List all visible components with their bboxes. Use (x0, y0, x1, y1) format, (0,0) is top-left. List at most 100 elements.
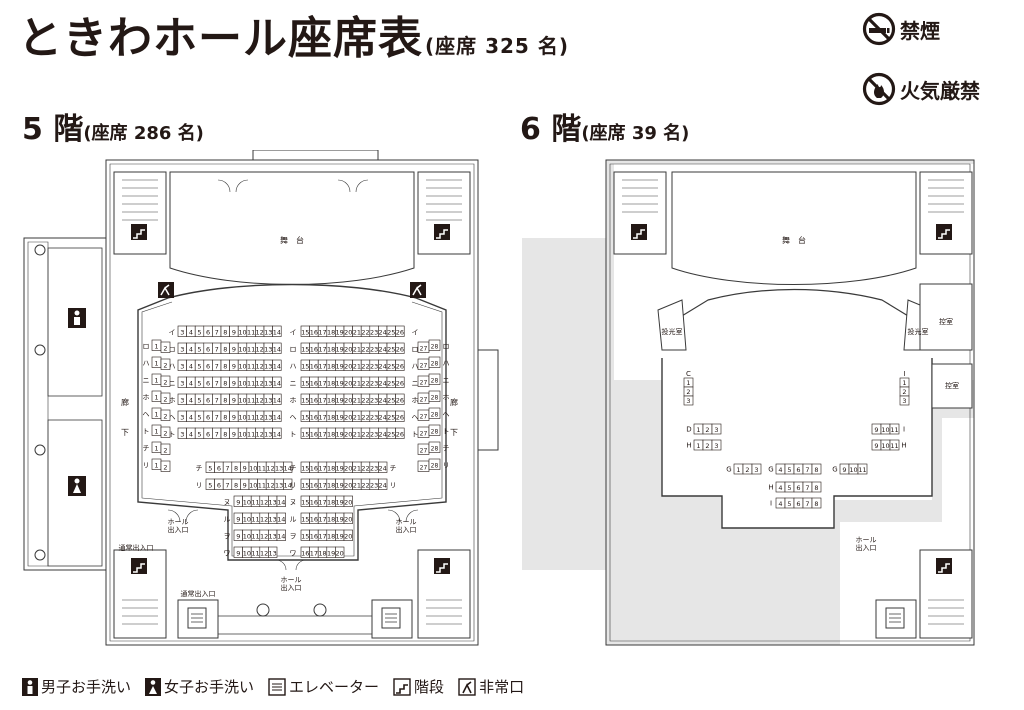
legend: 男子お手洗い 女子お手洗い エレベーター 階段 非常口 (22, 676, 538, 697)
floor5-side-seat-left (160, 375, 171, 387)
floor5-seat-number: 3 (180, 380, 184, 388)
floor6-col-i-seat (899, 395, 910, 406)
floor5-seat-number: 4 (189, 414, 193, 422)
floor5-seat-number: 22 (361, 397, 369, 405)
floor5-seat-number: 16 (310, 414, 318, 422)
floor5-side-seat-left-number: 1 (154, 377, 158, 385)
floor5-seat-number: 19 (327, 550, 335, 558)
floor5-row-label-center: ホ (290, 397, 297, 405)
male-restroom-icon (22, 677, 38, 696)
floor5-seat-number: 20 (344, 346, 352, 354)
floor6-row-h4-seat-number: 7 (805, 484, 809, 492)
floor5-seat (395, 427, 405, 439)
floor5-seat-number: 3 (180, 346, 184, 354)
floor5-seat-number: 7 (225, 482, 229, 490)
floor5-seat-number: 13 (264, 363, 272, 371)
floor5-seat (395, 359, 405, 371)
floor5-seat-number: 10 (249, 482, 257, 490)
floor6-row-h-left-seat (711, 439, 722, 451)
floor5-seat-number: 16 (310, 482, 318, 490)
floor5-side-row-label-left: ホ (143, 394, 150, 402)
floor5-seat-number: 15 (301, 397, 309, 405)
floor5-seat-number: 9 (232, 380, 236, 388)
floor5-seat-number: 17 (318, 533, 326, 541)
floor5-seat-number: 17 (318, 414, 326, 422)
floor5-seat (276, 529, 286, 541)
floor5-seat-number: 21 (353, 465, 361, 473)
floor5-stage (169, 171, 415, 285)
floor6-row-9i-seat-label: I (903, 426, 905, 434)
floor5-side-seat-left-number: 1 (154, 394, 158, 402)
floor5-seat-number: 19 (336, 516, 344, 524)
floor5-side-seat-left (160, 392, 171, 404)
legend-elevator-label: エレベーター (289, 678, 380, 696)
floor5-seat-number: 12 (266, 482, 274, 490)
floor5-seat-number: 14 (273, 380, 281, 388)
floor5-seat-number: 3 (180, 363, 184, 371)
floor5-side-seat-left-number: 2 (163, 430, 167, 438)
floor5-side-seat-right (428, 441, 441, 453)
floor5-seat (395, 376, 405, 388)
floor5-seat-number: 6 (217, 482, 221, 490)
floor5-exit-icon-right (410, 282, 426, 298)
legend-female-label: 女子お手洗い (164, 678, 255, 696)
floor5-seat-number: 13 (264, 431, 272, 439)
floor6-row-9i-seat-number: 11 (890, 426, 898, 434)
floor5-seat-number: 22 (361, 329, 369, 337)
floor5-seat-number: 9 (236, 533, 240, 541)
no-smoking-label: 禁煙 (900, 18, 940, 43)
svg-text:出入口: 出入口 (396, 525, 417, 534)
floor6-booth-left-label: 投光室 (662, 327, 683, 336)
floor5-seat-number: 11 (247, 431, 255, 439)
floor5-side-row-label-right: ハ (443, 360, 450, 368)
floor6-row-h4-seat-number: 4 (778, 484, 782, 492)
floor5-seat (395, 342, 405, 354)
floor5-seat-number: 12 (260, 499, 268, 507)
floor5-seat-number: 25 (387, 414, 395, 422)
floor5-side-seat-left (160, 358, 171, 370)
floor5-seat-number: 3 (180, 397, 184, 405)
legend-stairs-label: 階段 (414, 678, 445, 696)
floor5-side-row-label-left: ヘ (143, 411, 150, 419)
floor5-seat-number: 16 (301, 550, 309, 558)
floor5-seat-number: 5 (197, 380, 201, 388)
no-fire-label: 火気厳禁 (900, 78, 980, 103)
floor6-row-g4-seat-number: 4 (778, 466, 782, 474)
floor6-row-g1-seat-label: G (726, 466, 731, 474)
floor5-seat-number: 17 (318, 397, 326, 405)
floor5-seat-number: 10 (238, 346, 246, 354)
floor5-seat-number: 12 (260, 550, 268, 558)
floor5-seat-number: 21 (353, 346, 361, 354)
floor5-stairs-icon-bottom-left (131, 558, 147, 574)
female-restroom-icon (145, 677, 162, 696)
floor5-seat-number: 3 (180, 329, 184, 337)
floor5-male-restroom-icon (68, 308, 86, 328)
floor6-row-h4-seat-label: H (768, 484, 773, 492)
floor5-seat-number: 11 (247, 329, 255, 337)
floor5-seat-number: 18 (327, 482, 335, 490)
floor5-seat-number: 23 (370, 465, 378, 473)
floor5-row-label-center: ニ (290, 380, 297, 388)
floor5-seat-number: 15 (301, 346, 309, 354)
floor5-seat (272, 393, 282, 405)
floor5-seat-number: 20 (344, 431, 352, 439)
floor5-seat-number: 19 (336, 414, 344, 422)
floor5-seat-number: 25 (387, 380, 395, 388)
floor5-stairs-icon-left (131, 224, 147, 240)
floor6-stage-label: 舞 台 (782, 235, 806, 245)
floor5-side-seat-left (160, 341, 171, 353)
floor5-side-seat-right-number: 28 (431, 395, 439, 402)
floor5-seat-number: 26 (396, 414, 404, 422)
floor5-seat-number: 20 (344, 363, 352, 371)
floor5-seat-number: 20 (344, 380, 352, 388)
floor5-seat-number: 7 (215, 346, 219, 354)
floor5-seat-number: 24 (379, 380, 387, 388)
floor5-seat-number: 17 (318, 431, 326, 439)
floor5-seat-number: 11 (251, 533, 259, 541)
floor6-stairs-icon-right (936, 224, 952, 240)
floor5-rear-row-label: チ (196, 465, 203, 473)
floor6-row-g1-seat (751, 463, 762, 475)
floor5-seat-number: 23 (370, 431, 378, 439)
floor5-side-seat-left-number: 2 (163, 447, 167, 455)
